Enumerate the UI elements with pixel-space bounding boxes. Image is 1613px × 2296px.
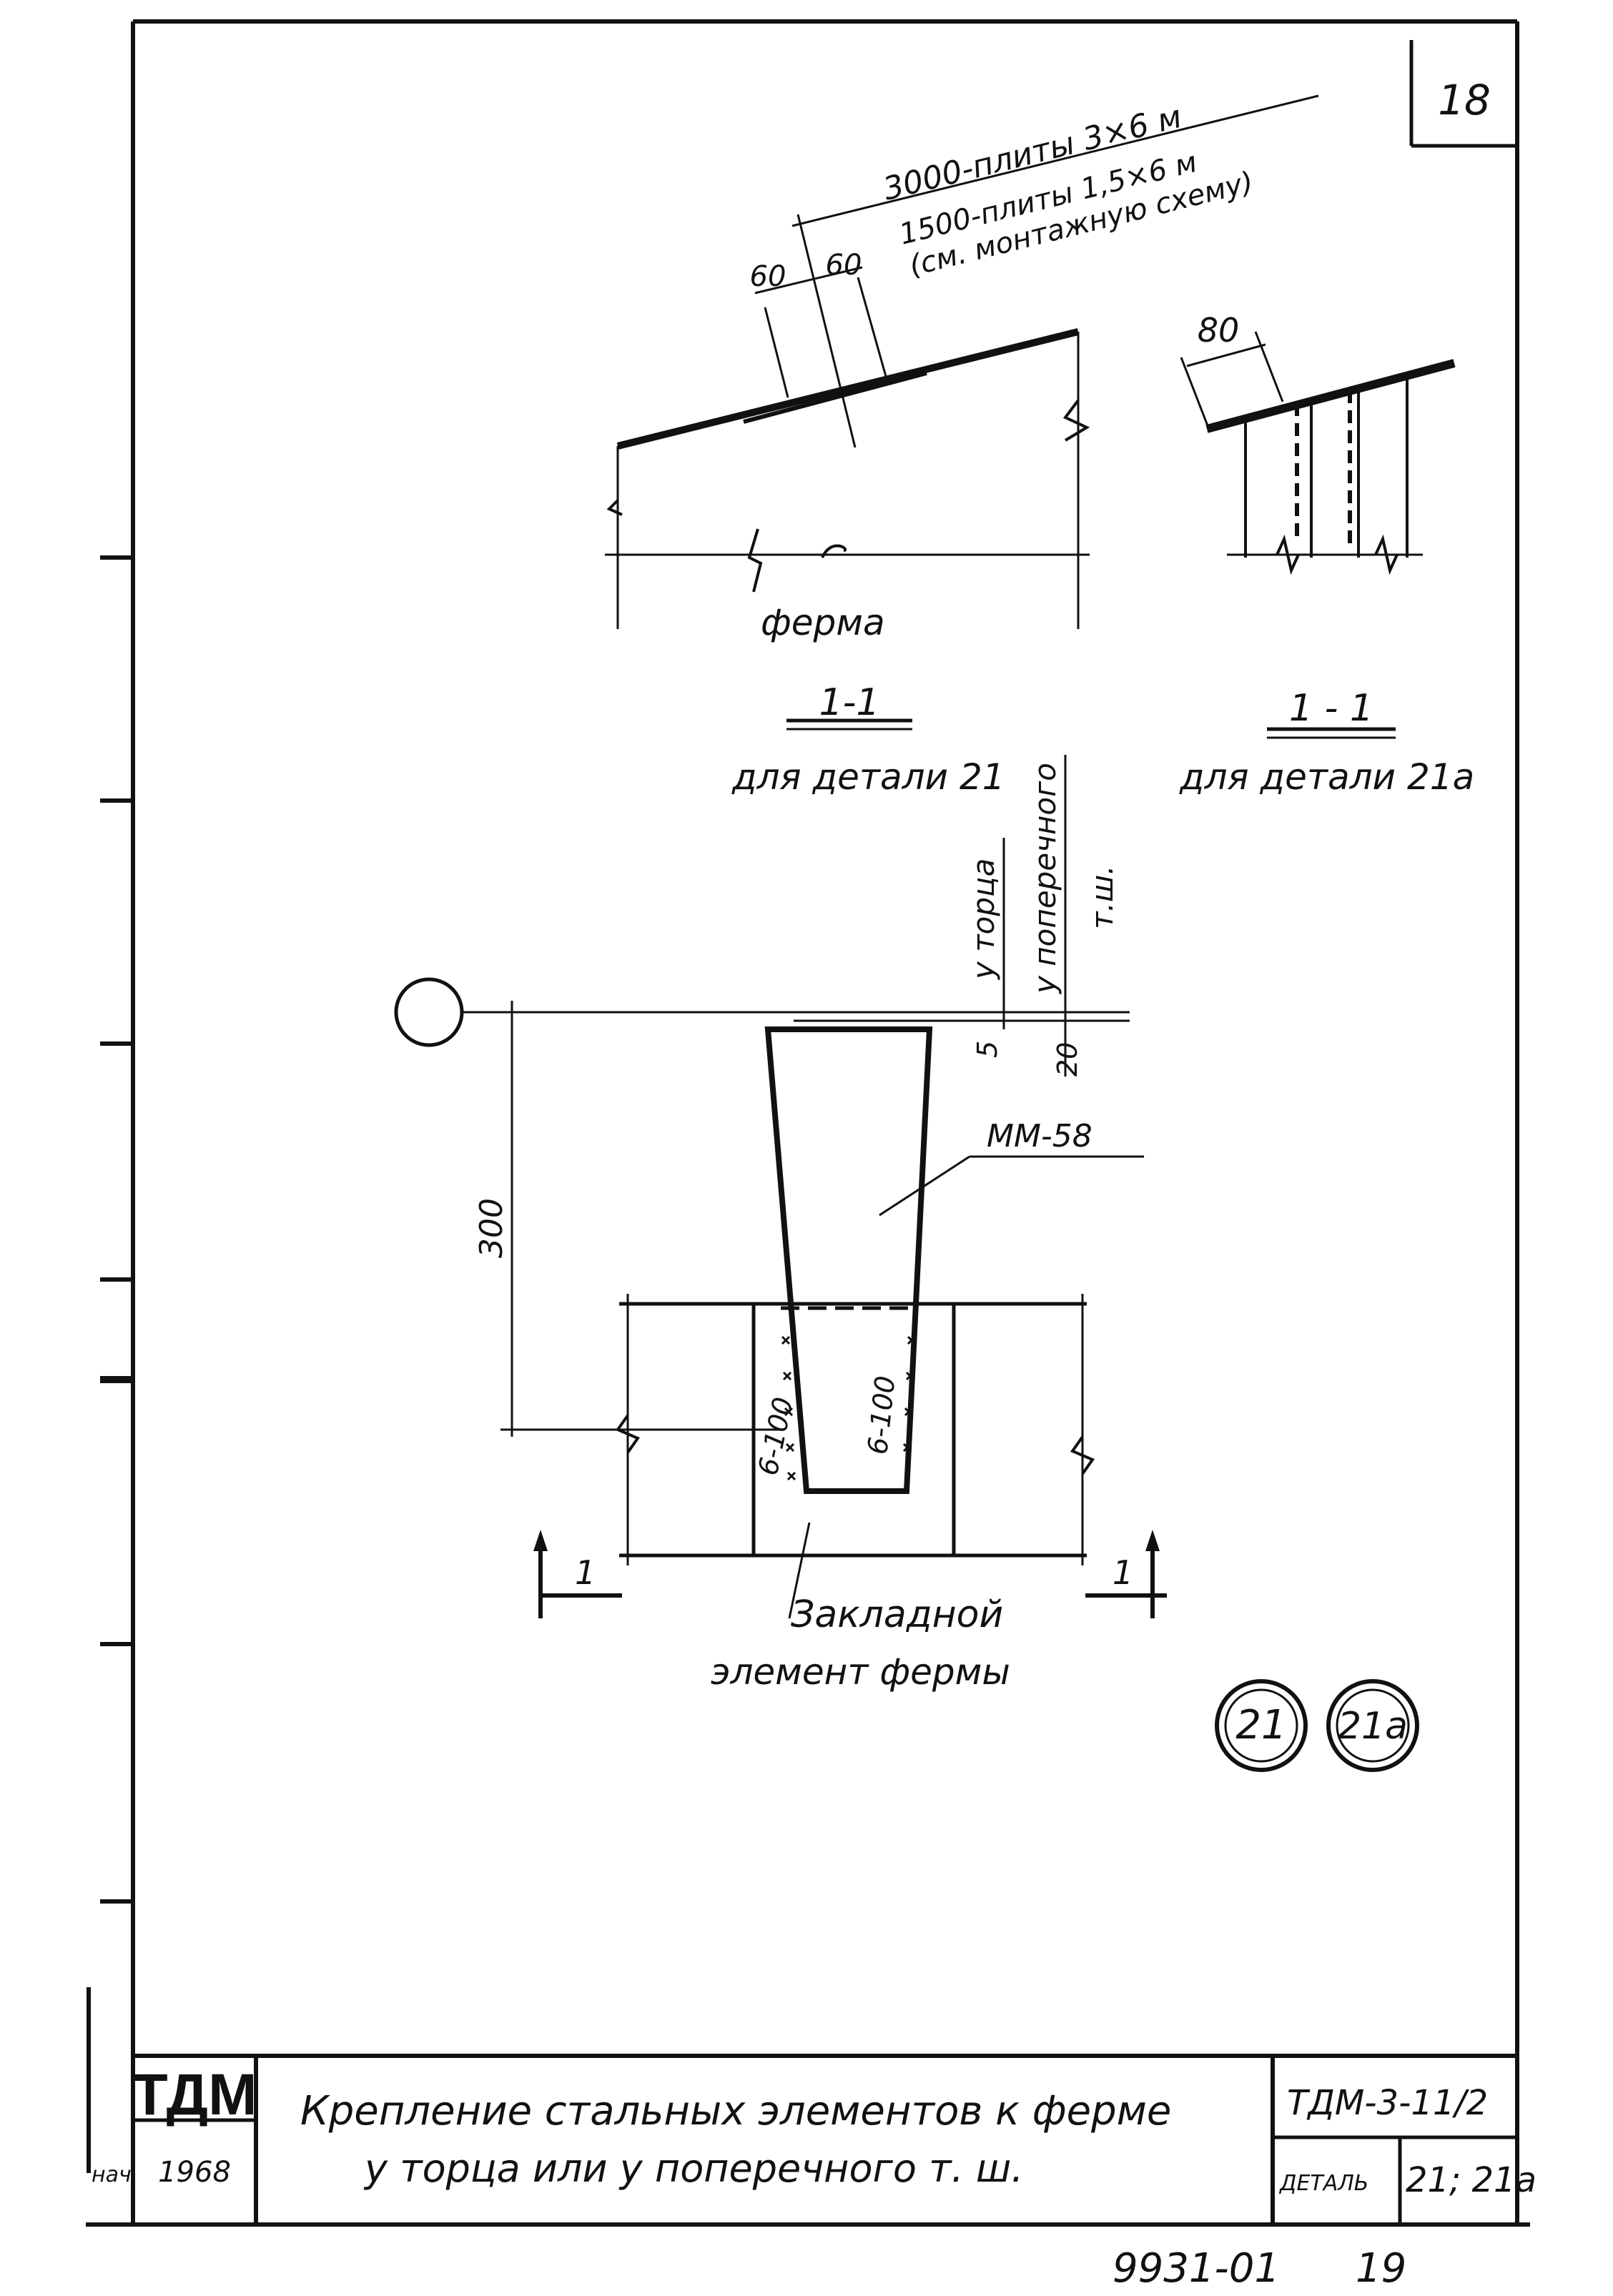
dim-80: 80 bbox=[1198, 311, 1240, 350]
main-elevation-view: у торца у поперечного т.ш. 5 20 ММ-58 30… bbox=[394, 755, 1167, 1693]
detail-marks: 21 21а bbox=[1215, 1679, 1419, 1772]
detail-value: 21; 21а bbox=[1406, 2160, 1536, 2200]
section-caption-detail-21a: для детали 21а bbox=[1179, 756, 1474, 798]
dim-20: 20 bbox=[1052, 1042, 1083, 1077]
doc-code: ТДМ-3-11/2 bbox=[1287, 2083, 1488, 2123]
label-mm58: ММ-58 bbox=[987, 1118, 1092, 1154]
dim-5: 5 bbox=[972, 1041, 1003, 1058]
axis-marker-circle bbox=[394, 977, 464, 1047]
title-block: ТДМ нач 1968 Крепление стальных элементо… bbox=[92, 2054, 1536, 2225]
detail-mark-21a: 21а bbox=[1338, 1705, 1408, 1748]
dim-60-right: 60 bbox=[826, 249, 862, 282]
footer: 9931-01 19 bbox=[1113, 2245, 1406, 2292]
stamp-left-label: нач bbox=[92, 2162, 132, 2187]
detail-mark-21-circle bbox=[1215, 1679, 1308, 1772]
section-view-detail-21a: 80 1 - 1 для детали 21а bbox=[1179, 311, 1474, 798]
label-ferma: ферма bbox=[761, 602, 885, 643]
title-line-2: у торца или у поперечного т. ш. bbox=[363, 2146, 1023, 2191]
section-view-detail-21: 60 60 3000-плиты 3×6 м 1500-плиты 1,5×6 … bbox=[605, 94, 1319, 798]
cut-mark-right: 1 bbox=[1113, 1553, 1133, 1592]
title-year: 1968 bbox=[158, 2156, 231, 2189]
sheet-number: 18 bbox=[1438, 76, 1491, 124]
weld-marks-left bbox=[781, 1335, 796, 1481]
detail-label: ДЕТАЛЬ bbox=[1278, 2171, 1368, 2196]
dim-height: 300 bbox=[473, 1198, 510, 1258]
footer-page: 19 bbox=[1356, 2245, 1406, 2292]
element-mm58 bbox=[764, 1026, 933, 1494]
embedded-label-line-1: Закладной bbox=[791, 1593, 1003, 1636]
weld-marks-right bbox=[902, 1335, 917, 1453]
org-logo: ТДМ bbox=[132, 2062, 257, 2127]
label-u-poperechnogo: у поперечного bbox=[1027, 763, 1062, 995]
embedded-label-line-2: элемент фермы bbox=[711, 1651, 1010, 1693]
section-mark-1-1-left: 1-1 bbox=[819, 681, 880, 724]
cut-mark-left: 1 bbox=[575, 1553, 596, 1592]
label-u-torca: у торца bbox=[966, 858, 1001, 981]
weld-label-left: 6-100 bbox=[752, 1395, 799, 1478]
detail-mark-21: 21 bbox=[1235, 1702, 1286, 1748]
title-line-1: Крепление стальных элементов к ферме bbox=[300, 2088, 1171, 2134]
footer-code: 9931-01 bbox=[1113, 2245, 1280, 2292]
sheet-frame bbox=[86, 19, 1530, 2227]
sheet-number-box: 18 bbox=[1409, 40, 1517, 148]
label-tsh: т.ш. bbox=[1085, 865, 1120, 929]
section-mark-1-1-right: 1 - 1 bbox=[1289, 687, 1373, 730]
detail-mark-21a-circle bbox=[1326, 1679, 1419, 1772]
dim-60-left: 60 bbox=[750, 260, 786, 293]
weld-label-right: 6-100 bbox=[862, 1375, 901, 1456]
section-caption-detail-21: для детали 21 bbox=[731, 756, 1005, 798]
